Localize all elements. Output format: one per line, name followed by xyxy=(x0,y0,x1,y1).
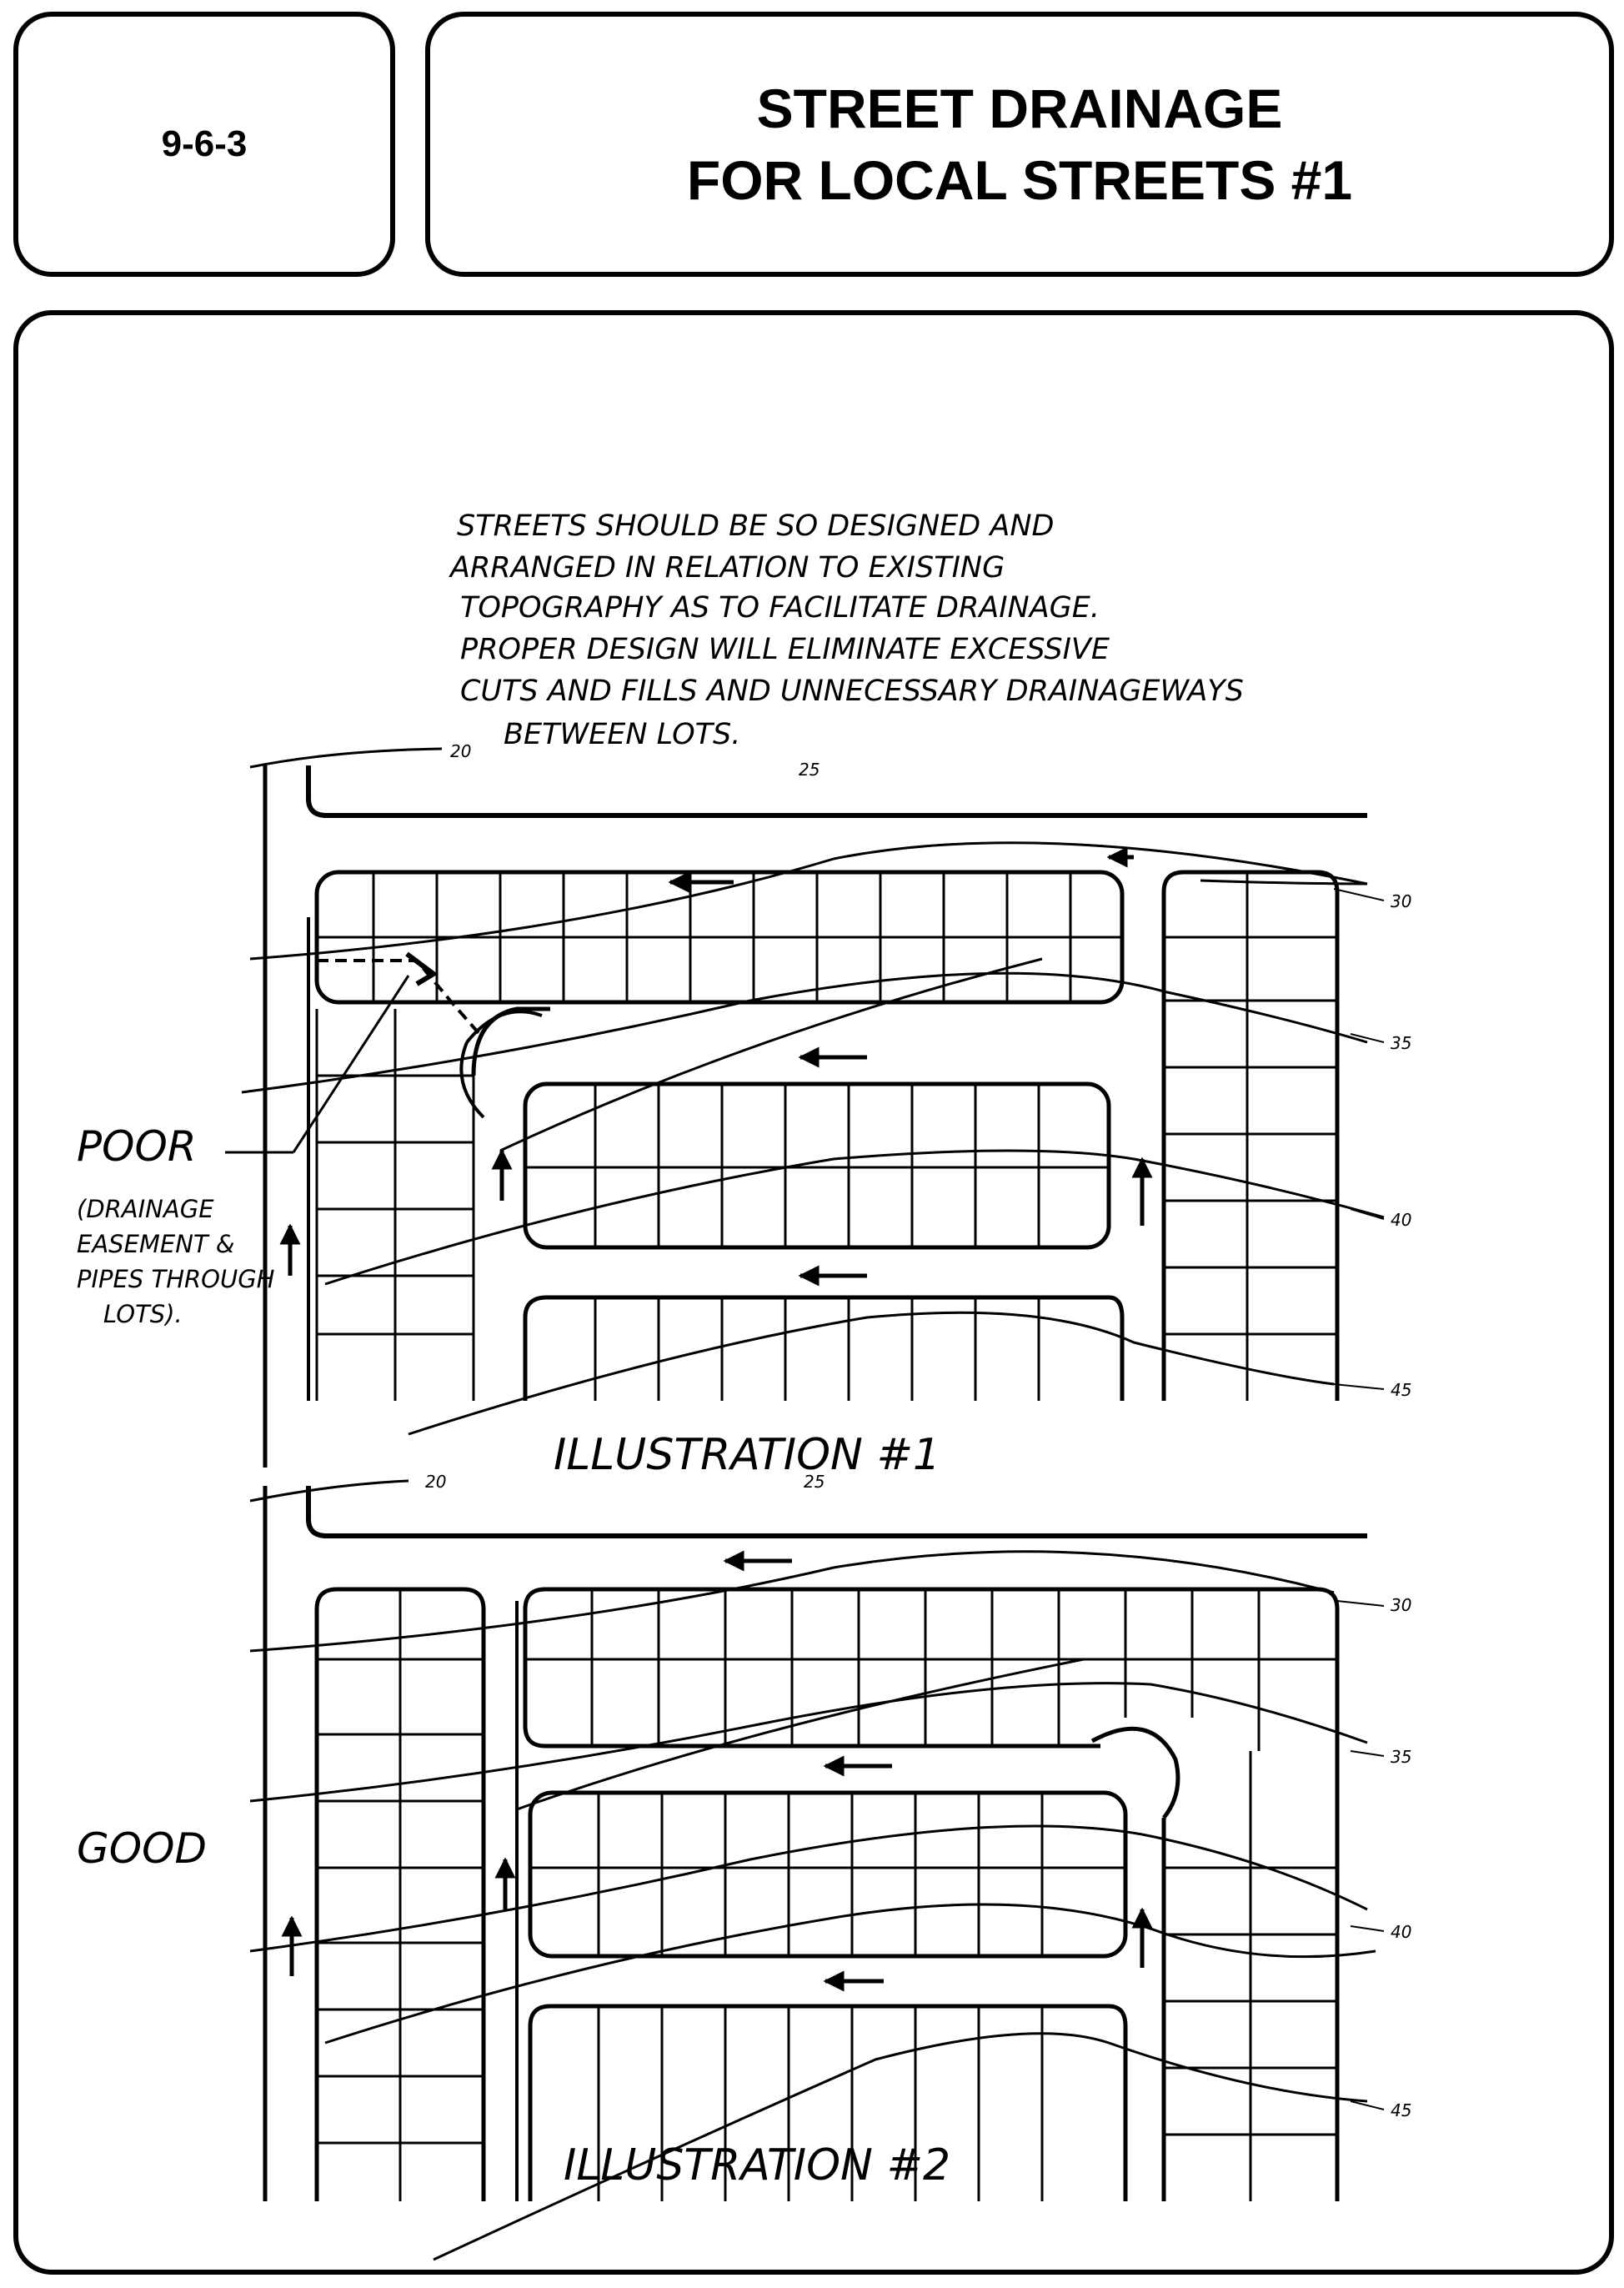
contour-label-35: 35 xyxy=(1391,1033,1411,1053)
contour-label-40: 40 xyxy=(1391,1922,1411,1942)
contour-label-40: 40 xyxy=(1391,1210,1411,1230)
poor-note-line-1: (DRAINAGE xyxy=(77,1195,214,1223)
contour-label-30: 30 xyxy=(1391,1595,1411,1615)
note-line-6: BETWEEN LOTS. xyxy=(504,718,740,751)
contour-lines xyxy=(241,747,1385,1436)
section-number: 9-6-3 xyxy=(161,123,248,164)
note-line-2: ARRANGED IN RELATION TO EXISTING xyxy=(449,551,1005,585)
poor-note-line-2: EASEMENT & xyxy=(77,1230,234,1258)
diagram-frame xyxy=(13,310,1614,2275)
page-title: STREET DRAINAGE FOR LOCAL STREETS #1 xyxy=(430,17,1609,272)
good-label: GOOD xyxy=(77,1824,207,1873)
note-line-3: TOPOGRAPHY AS TO FACILITATE DRAINAGE. xyxy=(460,591,1100,625)
lot-block xyxy=(528,1790,1128,1959)
title-box: STREET DRAINAGE FOR LOCAL STREETS #1 xyxy=(425,12,1614,277)
title-line-2: FOR LOCAL STREETS #1 xyxy=(686,149,1353,211)
lot-block xyxy=(314,1587,486,2201)
illustration-1-labels: 20 25 30 35 40 45 POOR (DRAINAGE EASEMEN… xyxy=(77,741,1411,1480)
illustration-2-label: ILLUSTRATION #2 xyxy=(564,2140,950,2190)
lot-block xyxy=(523,1295,1125,1401)
illustration-1-label: ILLUSTRATION #1 xyxy=(554,1430,940,1480)
illustration-2 xyxy=(249,1479,1385,2261)
contour-label-25: 25 xyxy=(799,760,820,780)
section-number-box: 9-6-3 xyxy=(13,12,395,277)
design-note: STREETS SHOULD BE SO DESIGNED AND ARRANG… xyxy=(449,509,1244,751)
poor-note-line-3: PIPES THROUGH xyxy=(77,1265,275,1293)
note-line-5: CUTS AND FILLS AND UNNECESSARY DRAINAGEW… xyxy=(460,675,1244,708)
lot-block xyxy=(528,2004,1128,2201)
contour-label-30: 30 xyxy=(1391,891,1411,911)
lot-block xyxy=(523,1081,1111,1250)
contour-label-25: 25 xyxy=(804,1472,825,1492)
contour-label-20: 20 xyxy=(450,741,471,761)
illustration-2-labels: 20 25 30 35 40 45 GOOD ILLUSTRATION #2 xyxy=(77,1472,1411,2190)
contour-label-20: 20 xyxy=(425,1472,446,1492)
note-line-4: PROPER DESIGN WILL ELIMINATE EXCESSIVE xyxy=(460,633,1110,666)
contour-label-45: 45 xyxy=(1391,2100,1411,2120)
lot-block xyxy=(523,1587,1340,2201)
lot-block xyxy=(1161,870,1340,1401)
contour-label-35: 35 xyxy=(1391,1747,1411,1767)
lot-block xyxy=(315,1006,550,1401)
lot-block xyxy=(314,870,1125,1005)
title-line-1: STREET DRAINAGE xyxy=(756,78,1283,139)
illustration-1 xyxy=(241,747,1385,1468)
poor-label: POOR xyxy=(77,1122,197,1171)
contour-label-45: 45 xyxy=(1391,1380,1411,1400)
note-line-1: STREETS SHOULD BE SO DESIGNED AND xyxy=(457,509,1054,543)
contour-lines xyxy=(249,1479,1376,2261)
poor-note-line-4: LOTS). xyxy=(103,1300,183,1328)
